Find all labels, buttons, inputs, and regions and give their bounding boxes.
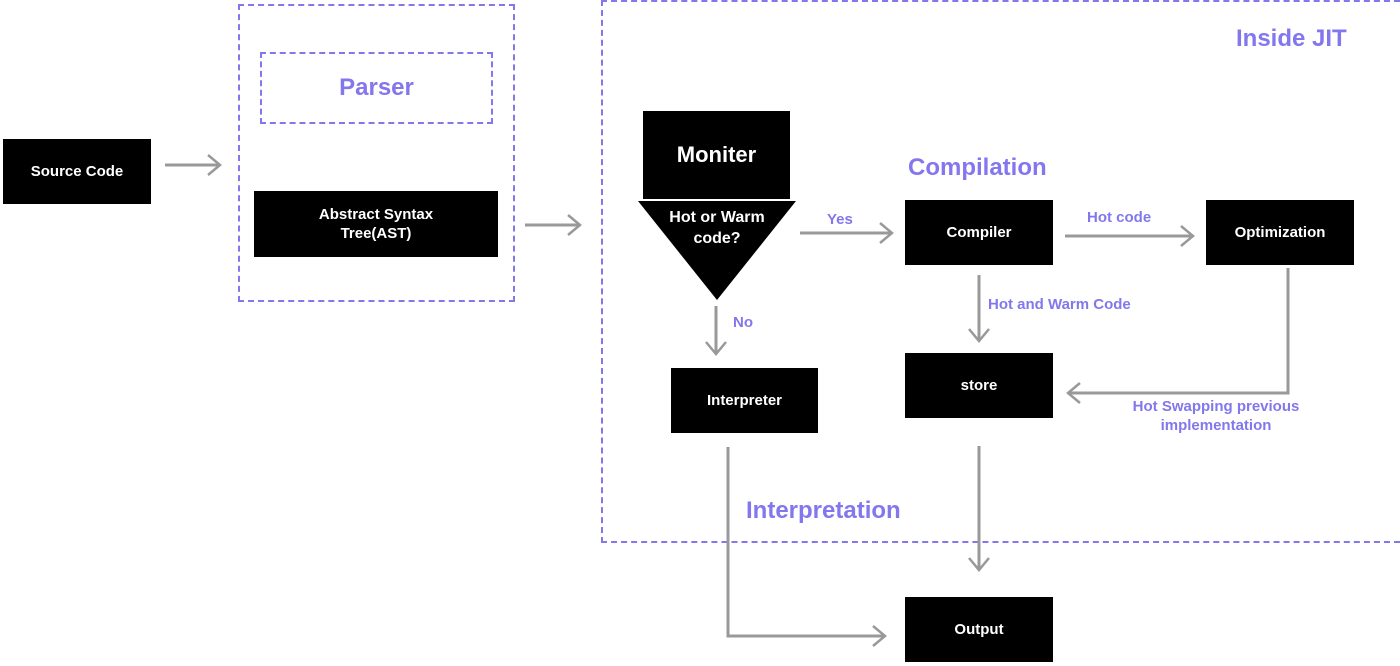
- arrow-optimization-to-store: [1066, 268, 1290, 404]
- monitor-label: Moniter: [676, 141, 757, 167]
- compiler-label: Compiler: [946, 223, 1012, 241]
- monitor-node: Moniter: [643, 111, 790, 199]
- interpreter-label: Interpreter: [706, 391, 783, 409]
- compilation-title: Compilation: [908, 154, 1047, 181]
- store-label: store: [960, 376, 998, 394]
- edge-label-yes: Yes: [827, 211, 853, 228]
- output-node: Output: [905, 597, 1053, 662]
- store-node: store: [905, 353, 1053, 418]
- source-code-node: Source Code: [3, 139, 151, 204]
- parser-frame: [260, 52, 493, 124]
- jit-frame: [601, 0, 1400, 543]
- frontend-frame: [238, 4, 515, 302]
- edge-label-hot-swapping: Hot Swapping previous implementation: [1132, 398, 1300, 434]
- interpretation-title: Interpretation: [746, 497, 901, 524]
- optimization-label: Optimization: [1234, 223, 1326, 241]
- ast-node: Abstract Syntax Tree(AST): [254, 191, 498, 257]
- optimization-node: Optimization: [1206, 200, 1354, 265]
- parser-label: Parser: [339, 74, 414, 101]
- ast-label: Abstract Syntax Tree(AST): [318, 205, 434, 243]
- edge-label-no: No: [733, 314, 753, 331]
- edge-label-hot-and-warm: Hot and Warm Code: [988, 296, 1131, 313]
- inside-jit-title: Inside JIT: [1236, 25, 1347, 52]
- edge-label-hot-code: Hot code: [1087, 209, 1152, 226]
- decision-diamond: [638, 201, 796, 300]
- arrow-interpreter-to-output: [726, 447, 887, 647]
- decision-label: Hot or Warm code?: [669, 209, 765, 247]
- output-label: Output: [954, 620, 1004, 638]
- compiler-node: Compiler: [905, 200, 1053, 265]
- source-code-label: Source Code: [30, 162, 124, 180]
- interpreter-node: Interpreter: [671, 368, 818, 433]
